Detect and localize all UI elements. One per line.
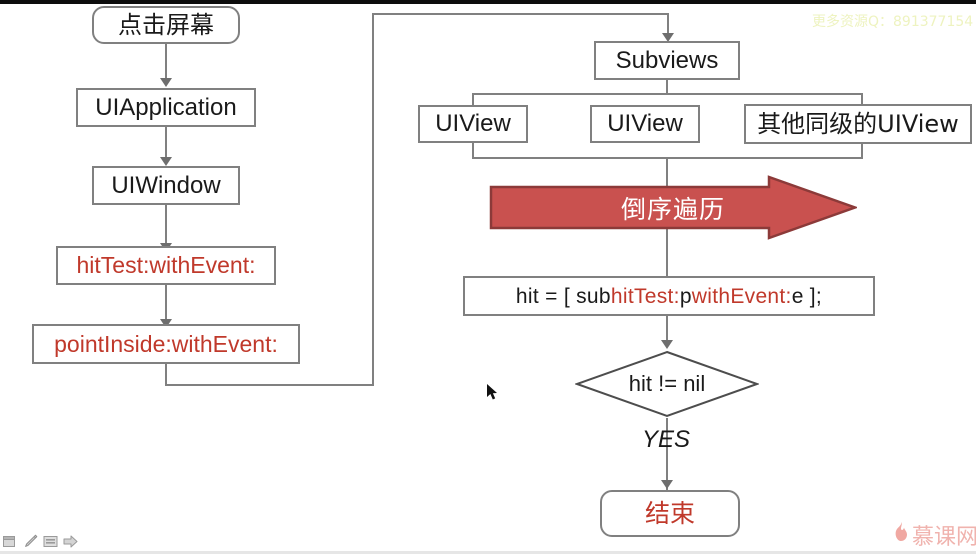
arrowhead-to-uiapplication [160,78,172,87]
reverse-traversal-arrow-label: 倒序遍历 [620,194,725,224]
arrow-right-icon[interactable] [62,533,79,550]
connector-uiwindow-to-hittest [165,205,167,245]
node-uiapplication[interactable]: UIApplication [76,88,256,127]
bracket-top-right-drop [861,93,863,110]
arrowhead-to-uiwindow [160,157,172,166]
window-icon[interactable] [2,533,19,550]
arrowhead-to-decision [661,340,673,349]
bracket-bottom-left-rise [472,143,474,159]
code-segment-4: withEvent: [691,284,792,308]
connector-start-to-uiapplication [165,44,167,80]
loop-line-into-subviews [667,13,669,35]
node-uiview-1[interactable]: UIView [418,105,528,143]
imooc-logo-text: 慕课网 [912,525,976,550]
node-code-statement[interactable]: hit = [ sub hitTest: p withEvent: e ]; [463,276,875,316]
video-bottom-edge [0,551,976,554]
loop-line-right-bottom [165,384,374,386]
bracket-bottom-right-rise [861,143,863,159]
arrowhead-to-pointinside [160,319,172,328]
pen-icon[interactable] [22,533,39,550]
mouse-cursor [487,384,501,407]
annotation-toolbar[interactable] [2,533,79,550]
bracket-bottom-horizontal [473,157,863,159]
branch-label-yes: YES [642,426,691,453]
connector-hittest-to-pointinside [165,285,167,321]
connector-uiapplication-to-uiwindow [165,127,167,159]
list-icon[interactable] [42,533,59,550]
node-pointinside-withevent[interactable]: pointInside:withEvent: [32,324,300,364]
arrowhead-to-subviews [662,33,674,42]
node-uiview-other[interactable]: 其他同级的UIView [744,104,972,144]
node-start-tap-screen[interactable]: 点击屏幕 [92,6,240,44]
bracket-top-horizontal [473,93,863,95]
loop-line-right-top [372,13,669,15]
video-top-edge [0,0,976,4]
code-segment-3: p [679,284,692,308]
node-uiwindow[interactable]: UIWindow [92,166,240,205]
node-end[interactable]: 结束 [600,490,740,537]
node-uiview-2[interactable]: UIView [590,105,700,143]
flame-icon [893,522,908,548]
loop-line-up [372,13,374,386]
connector-subviews-to-bracket [666,80,668,94]
arrowhead-to-end [661,480,673,489]
decision-label: hit != nil [628,371,706,396]
connector-code-to-decision [666,316,668,344]
decision-hit-not-nil[interactable]: hit != nil [575,350,759,418]
bracket-top-left-drop [472,93,474,110]
reverse-traversal-arrow: 倒序遍历 [489,175,857,240]
node-subviews[interactable]: Subviews [594,41,740,80]
code-segment-2: hitTest: [610,284,680,308]
code-segment-5: e ]; [791,284,823,308]
connector-decision-to-end [666,418,668,520]
imooc-logo: 慕课网 [893,519,976,551]
code-segment-1: hit = [ sub [515,284,611,308]
watermark-text: 更多资源Q：891377154 [812,14,974,30]
loop-line-down [165,364,167,386]
node-hittest-withevent[interactable]: hitTest:withEvent: [56,246,276,285]
